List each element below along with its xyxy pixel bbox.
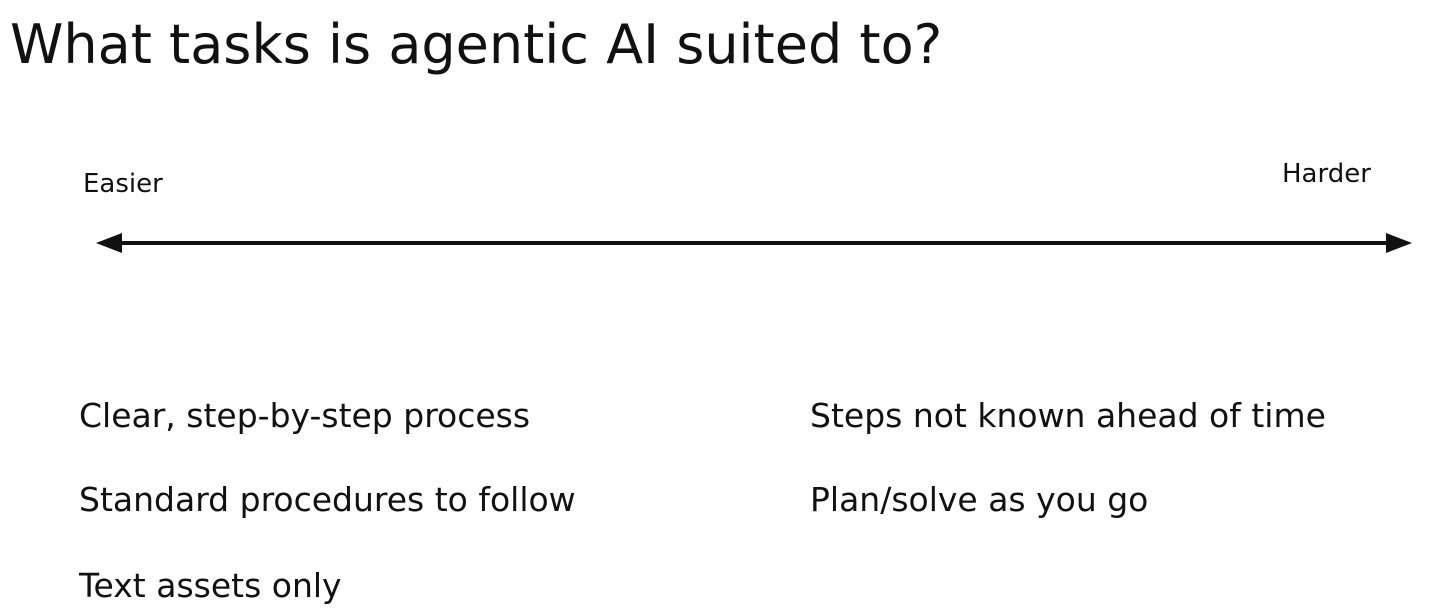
- arrow-left-head: [96, 233, 122, 253]
- spectrum-right-label: Harder: [1282, 159, 1371, 189]
- arrow-right-head: [1386, 233, 1412, 253]
- easier-task-item: Text assets only: [79, 566, 342, 605]
- slide-title: What tasks is agentic AI suited to?: [10, 13, 943, 76]
- double-headed-arrow-icon: [96, 233, 1412, 253]
- spectrum-left-label: Easier: [83, 169, 163, 199]
- harder-task-item: Plan/solve as you go: [810, 480, 1149, 519]
- easier-task-item: Clear, step-by-step process: [79, 396, 531, 435]
- easier-task-item: Standard procedures to follow: [79, 480, 576, 519]
- harder-task-item: Steps not known ahead of time: [810, 396, 1326, 435]
